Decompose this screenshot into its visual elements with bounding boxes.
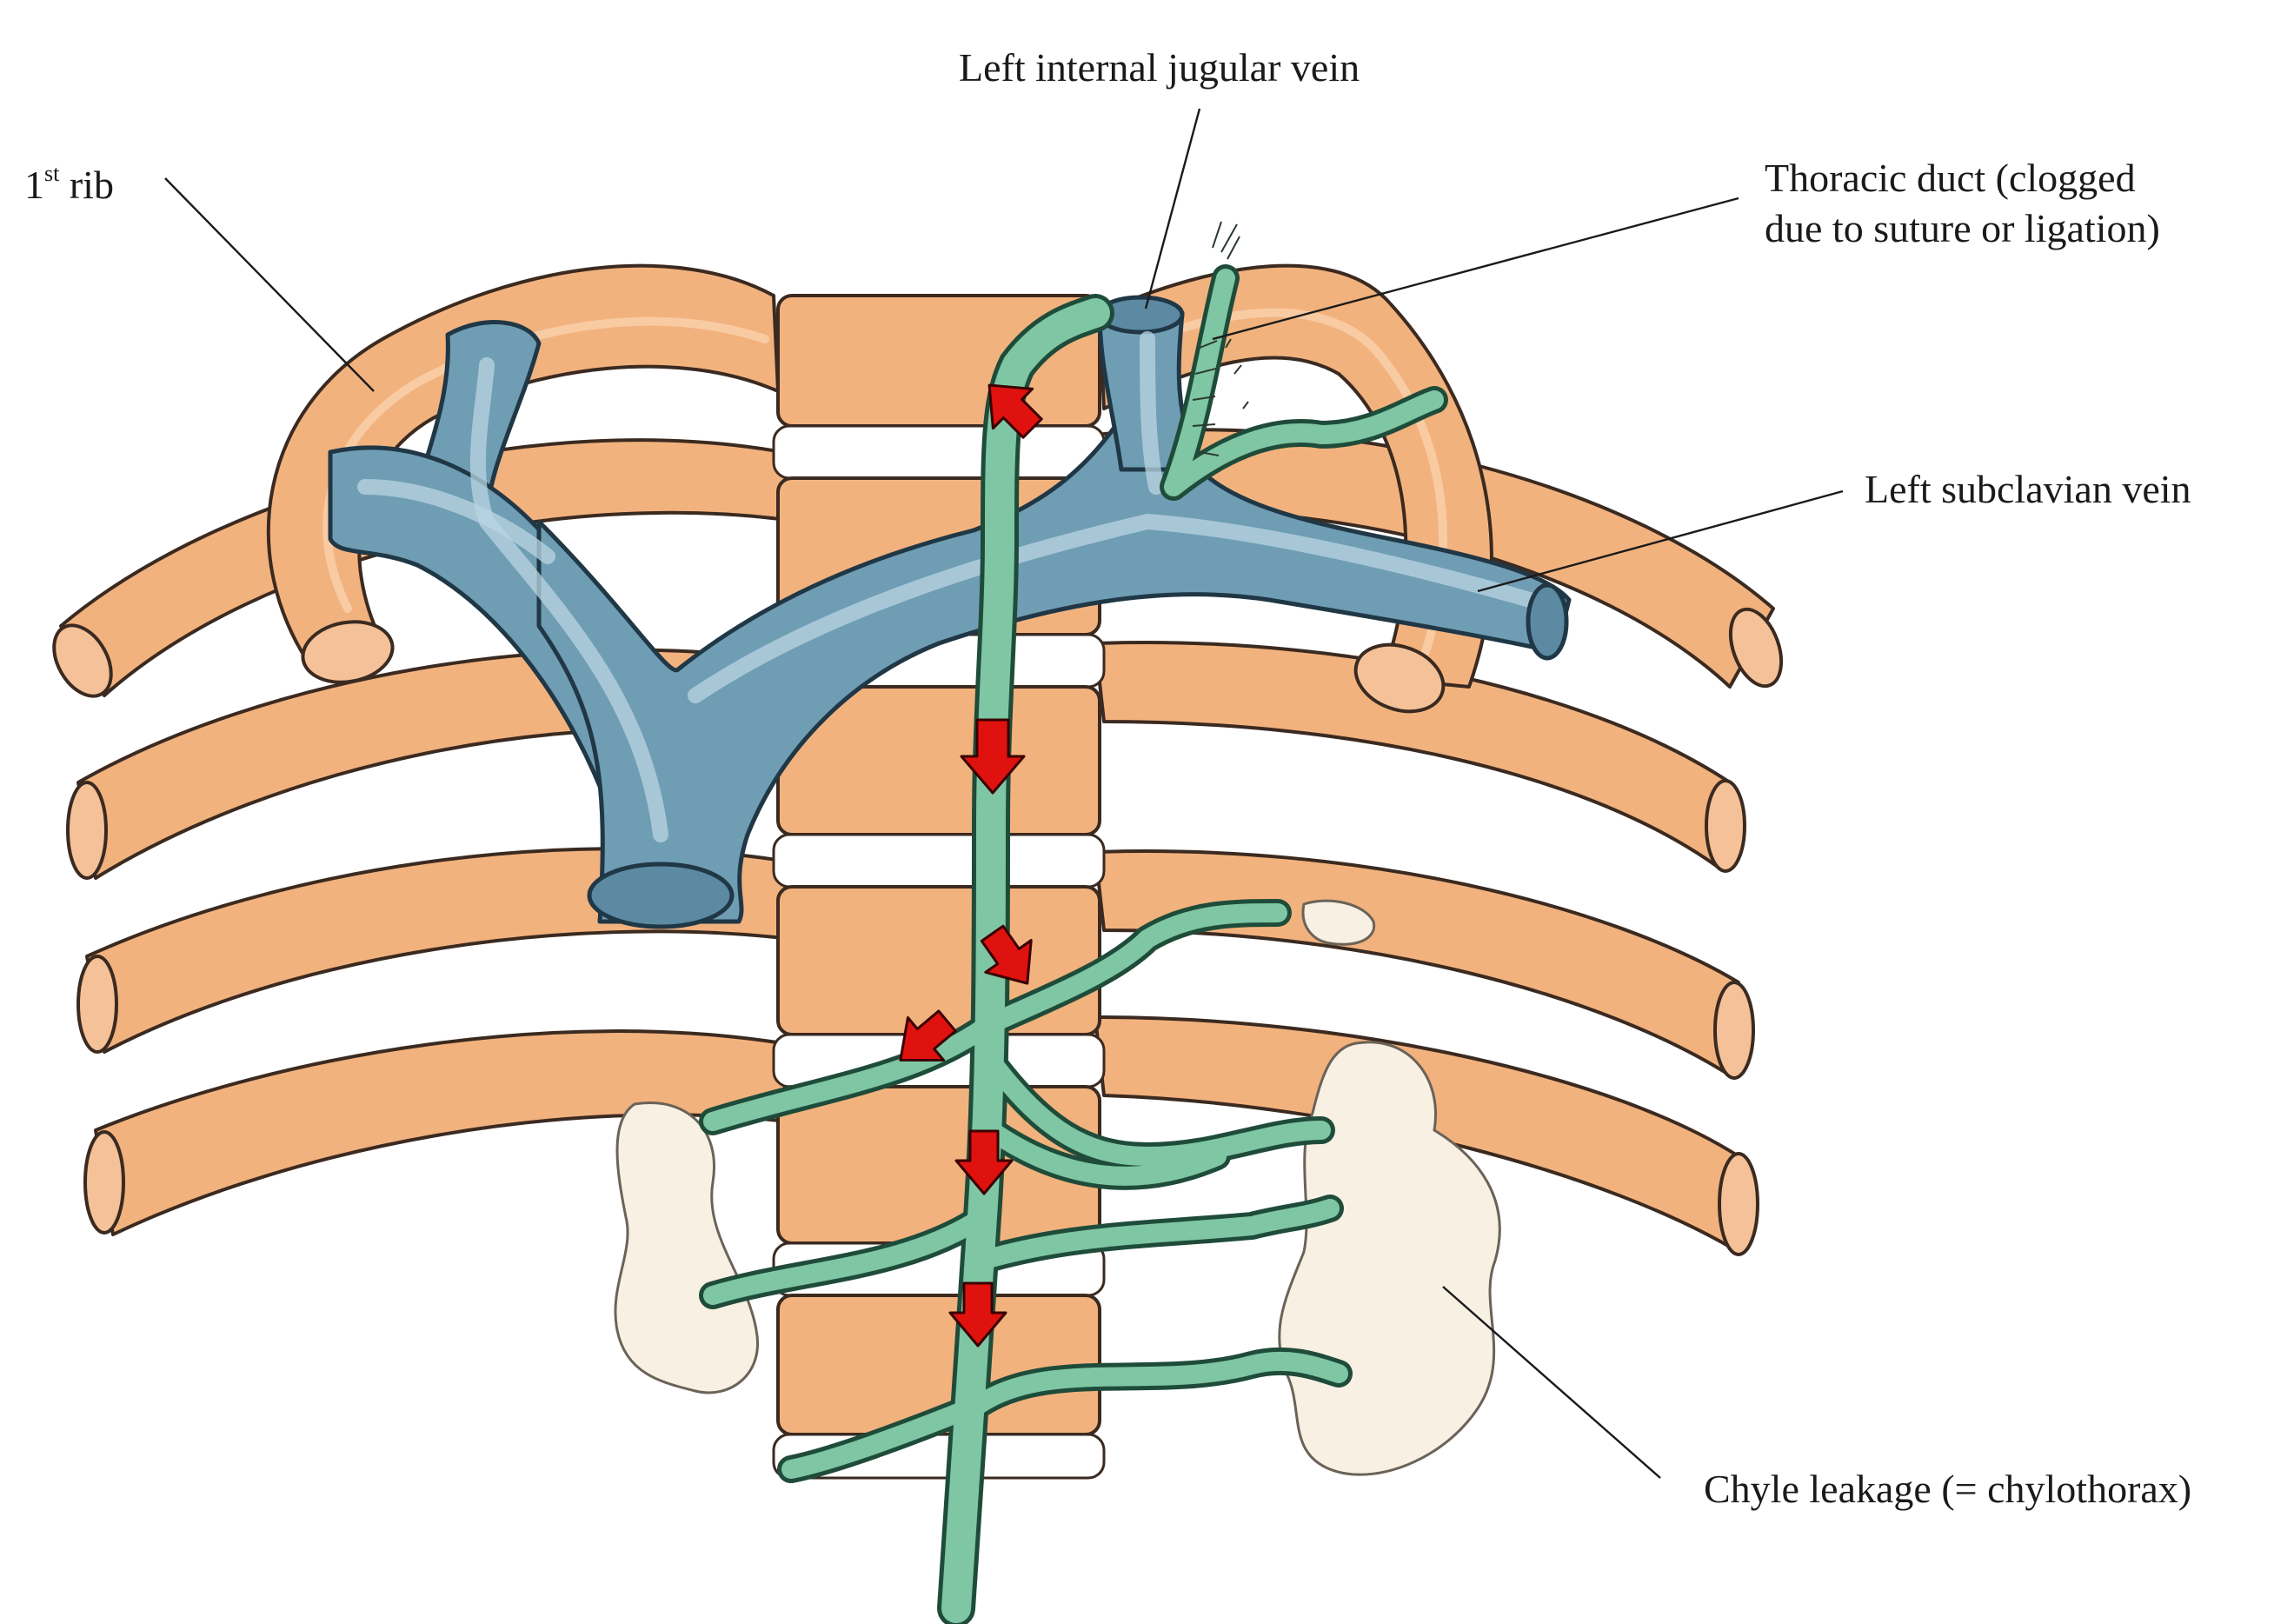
rib-end [52,623,113,698]
intervertebral-disc [772,424,1106,480]
suture-marks [1192,221,1249,456]
label-first-rib-number: 1 [24,163,44,207]
label-thoracic-duct-line2: due to suture or ligation) [1765,206,2160,250]
vein-highlight [688,513,1538,703]
label-left-internal-jugular-vein: Left internal jugular vein [959,45,1360,90]
flow-arrow [987,383,1043,439]
duct-branches [703,269,1444,1479]
vein-highlight [1140,331,1164,495]
labels: Left internal jugular vein 1st rib Thora… [24,45,2191,1511]
subclavian-vein-end [1526,582,1569,661]
vein-highlight [469,357,668,842]
rib-end [1353,642,1446,714]
rib-end [1718,1152,1759,1256]
flow-arrow [948,1281,1007,1348]
label-left-subclavian-vein: Left subclavian vein [1865,467,2191,511]
rib-end [83,1130,125,1235]
flow-arrow [960,718,1026,795]
leader-thoracic-duct [1212,196,1739,341]
rib-end [1705,779,1746,873]
label-first-rib-superscript: st [44,161,60,186]
first-rib-left-hi [322,316,769,613]
flow-arrow [899,1009,957,1062]
flow-arrow [980,924,1033,985]
brachiocephalic-vein-end [587,862,735,929]
leader-chyle [1442,1286,1661,1479]
veins [328,295,1572,929]
chyle-pool-left [614,1102,759,1394]
vertebral-column [772,294,1106,1480]
intervertebral-disc [772,833,1106,889]
vein-highlight [357,479,555,564]
rib-end [1713,981,1755,1080]
label-first-rib-word: rib [59,163,114,207]
rib-end [66,781,108,880]
label-chyle-leakage: Chyle leakage (= chylothorax) [1704,1467,2191,1511]
leader-jugular [1144,108,1201,309]
leader-first-rib [164,177,375,392]
leader-subclavian [1477,489,1844,593]
leader-lines [164,108,1844,1479]
flow-arrow [954,1129,1014,1195]
label-first-rib: 1st rib [24,161,114,207]
rib-end [1728,607,1784,689]
label-thoracic-duct-line1: Thoracic duct (clogged [1765,156,2136,200]
flow-arrows [899,383,1043,1348]
rib-end [301,620,395,684]
chyle-droplet [1301,899,1376,946]
rib-end [76,955,118,1054]
